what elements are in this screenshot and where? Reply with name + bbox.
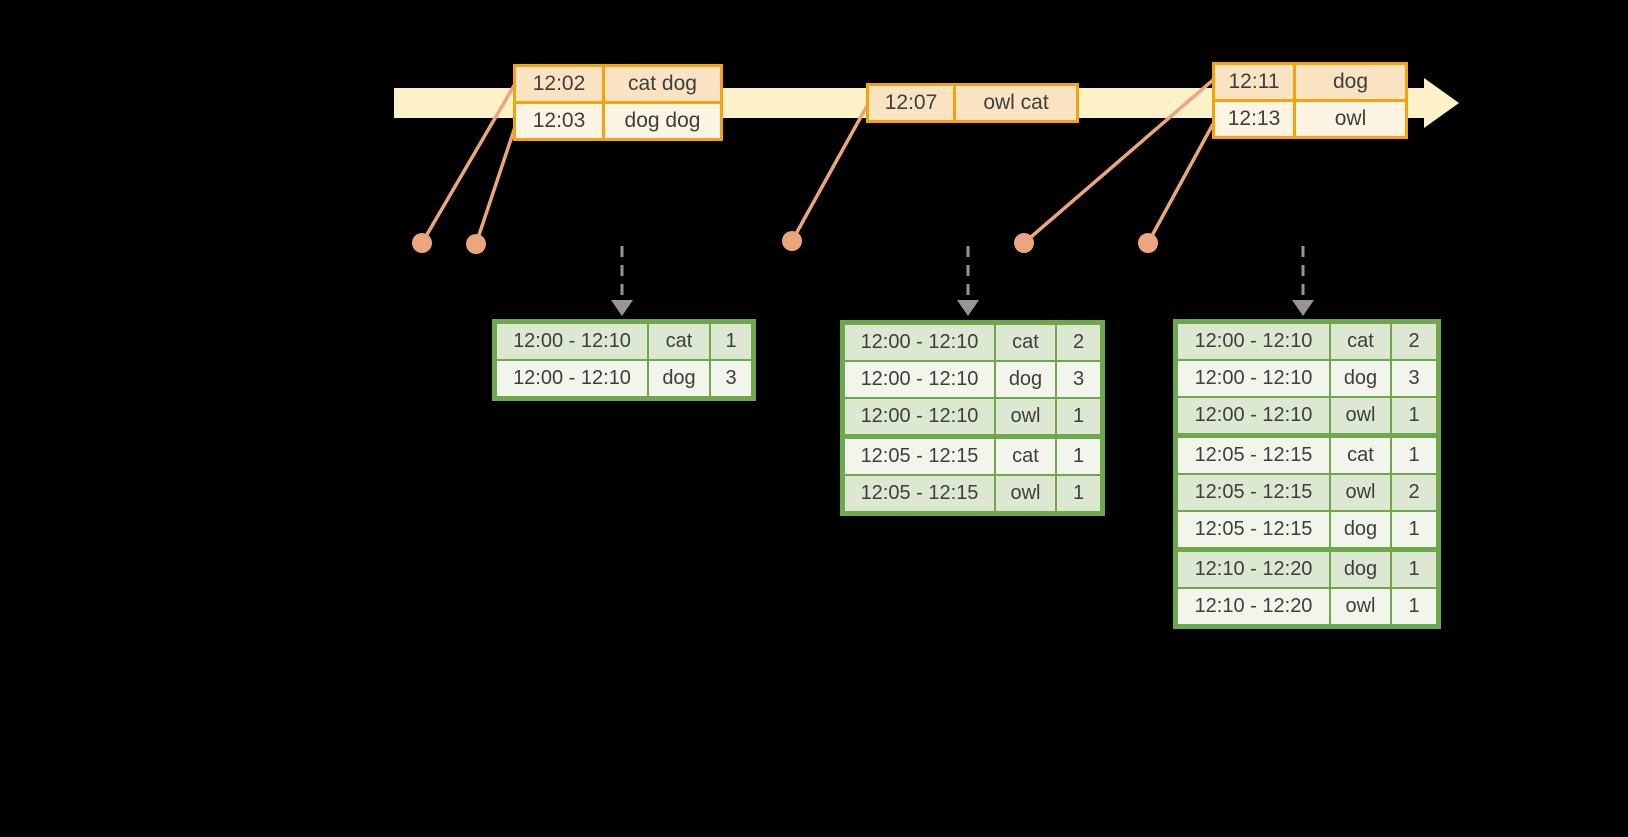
event-words-cell: dog dog [602, 101, 723, 141]
result-row: 12:00 - 12:10 dog 3 [841, 360, 1104, 399]
window-cell: 12:10 - 12:20 [1174, 587, 1331, 628]
timeline-arrowhead-icon [1424, 78, 1459, 128]
result-row: 12:00 - 12:10 cat 1 [493, 320, 755, 361]
count-cell: 3 [709, 359, 755, 400]
count-cell: 1 [1390, 510, 1440, 551]
result-arrowhead-icon [611, 300, 633, 316]
window-cell: 12:00 - 12:10 [1174, 320, 1331, 361]
word-cell: dog [1329, 359, 1392, 398]
word-cell: owl [1329, 473, 1392, 512]
count-cell: 2 [1390, 320, 1440, 361]
event-words-cell: owl cat [953, 83, 1079, 123]
event-dot-icon [466, 234, 486, 254]
result-row: 12:00 - 12:10 cat 2 [841, 321, 1104, 362]
result-row: 12:10 - 12:20 owl 1 [1174, 587, 1440, 628]
event-time-cell: 12:11 [1212, 62, 1296, 102]
count-cell: 1 [1055, 474, 1104, 515]
event-words-cell: cat dog [602, 64, 723, 104]
count-cell: 1 [1055, 397, 1104, 438]
result-table-3: 12:00 - 12:10 cat 2 12:00 - 12:10 dog 3 … [1173, 319, 1441, 629]
word-cell: owl [1329, 396, 1392, 437]
word-cell: owl [994, 474, 1057, 515]
result-row: 12:05 - 12:15 cat 1 [1174, 433, 1440, 475]
event-dot-icon [1014, 233, 1034, 253]
word-cell: dog [1329, 547, 1392, 589]
event-row: 12:11 dog [1212, 62, 1408, 102]
count-cell: 2 [1390, 473, 1440, 512]
window-cell: 12:00 - 12:10 [493, 359, 649, 400]
result-row: 12:10 - 12:20 dog 1 [1174, 547, 1440, 589]
count-cell: 3 [1055, 360, 1104, 399]
word-cell: dog [647, 359, 711, 400]
word-cell: owl [994, 397, 1057, 438]
count-cell: 2 [1055, 321, 1104, 362]
count-cell: 3 [1390, 359, 1440, 398]
result-row: 12:05 - 12:15 owl 1 [841, 474, 1104, 515]
window-cell: 12:00 - 12:10 [1174, 359, 1331, 398]
event-row: 12:13 owl [1212, 99, 1408, 139]
event-words-cell: dog [1293, 62, 1408, 102]
result-table-2: 12:00 - 12:10 cat 2 12:00 - 12:10 dog 3 … [840, 320, 1105, 516]
result-row: 12:00 - 12:10 dog 3 [493, 359, 755, 400]
window-cell: 12:00 - 12:10 [841, 321, 996, 362]
event-row: 12:07 owl cat [866, 83, 1079, 123]
count-cell: 1 [709, 320, 755, 361]
result-row: 12:05 - 12:15 owl 2 [1174, 473, 1440, 512]
count-cell: 1 [1390, 547, 1440, 589]
word-cell: dog [994, 360, 1057, 399]
count-cell: 1 [1055, 434, 1104, 476]
result-arrowhead-icon [1292, 300, 1314, 316]
window-cell: 12:05 - 12:15 [841, 474, 996, 515]
window-cell: 12:00 - 12:10 [841, 397, 996, 438]
window-cell: 12:05 - 12:15 [841, 434, 996, 476]
result-arrow-group [620, 246, 1305, 301]
event-words-cell: owl [1293, 99, 1408, 139]
event-dot-icon [782, 231, 802, 251]
count-cell: 1 [1390, 587, 1440, 628]
event-row: 12:03 dog dog [513, 101, 723, 141]
result-row: 12:00 - 12:10 owl 1 [1174, 396, 1440, 437]
event-time-cell: 12:13 [1212, 99, 1296, 139]
result-row: 12:00 - 12:10 owl 1 [841, 397, 1104, 438]
window-cell: 12:05 - 12:15 [1174, 473, 1331, 512]
event-connector-line [474, 126, 517, 245]
window-cell: 12:00 - 12:10 [1174, 396, 1331, 437]
event-time-cell: 12:07 [866, 83, 956, 123]
event-dot-icon [412, 233, 432, 253]
result-row: 12:05 - 12:15 cat 1 [841, 434, 1104, 476]
event-table-2: 12:07 owl cat [866, 83, 1079, 123]
word-cell: cat [647, 320, 711, 361]
window-cell: 12:00 - 12:10 [493, 320, 649, 361]
count-cell: 1 [1390, 433, 1440, 475]
window-cell: 12:00 - 12:10 [841, 360, 996, 399]
word-cell: cat [1329, 320, 1392, 361]
result-row: 12:00 - 12:10 cat 2 [1174, 320, 1440, 361]
word-cell: cat [994, 321, 1057, 362]
event-time-cell: 12:03 [513, 101, 605, 141]
window-cell: 12:05 - 12:15 [1174, 510, 1331, 551]
word-cell: cat [994, 434, 1057, 476]
word-cell: owl [1329, 587, 1392, 628]
event-row: 12:02 cat dog [513, 64, 723, 104]
count-cell: 1 [1390, 396, 1440, 437]
event-connector-line [1146, 123, 1215, 244]
event-dot-icon [1138, 233, 1158, 253]
event-table-3: 12:11 dog 12:13 owl [1212, 62, 1408, 139]
result-arrowhead-icon [957, 300, 979, 316]
event-time-cell: 12:02 [513, 64, 605, 104]
result-row: 12:05 - 12:15 dog 1 [1174, 510, 1440, 551]
window-cell: 12:05 - 12:15 [1174, 433, 1331, 475]
event-connector-line [790, 103, 870, 242]
window-cell: 12:10 - 12:20 [1174, 547, 1331, 589]
word-cell: dog [1329, 510, 1392, 551]
result-table-1: 12:00 - 12:10 cat 1 12:00 - 12:10 dog 3 [492, 319, 756, 401]
result-row: 12:00 - 12:10 dog 3 [1174, 359, 1440, 398]
event-table-1: 12:02 cat dog 12:03 dog dog [513, 64, 723, 141]
word-cell: cat [1329, 433, 1392, 475]
